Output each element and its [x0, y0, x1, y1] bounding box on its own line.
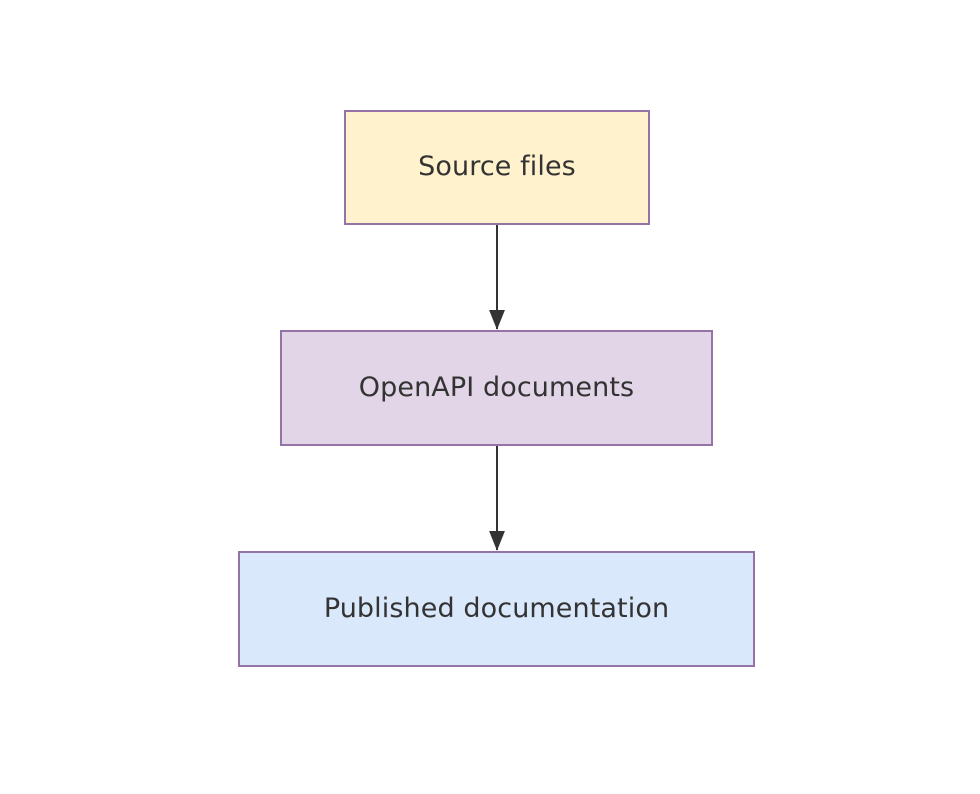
flowchart-node-label: Published documentation [323, 592, 670, 624]
flowchart-node-published-documentation[interactable]: Published documentation [238, 551, 755, 667]
flowchart-node-label: OpenAPI documents [358, 371, 635, 403]
flowchart-node-source-files[interactable]: Source files [344, 110, 650, 225]
flowchart-node-openapi-documents[interactable]: OpenAPI documents [280, 330, 713, 446]
flowchart-node-label: Source files [418, 151, 576, 183]
